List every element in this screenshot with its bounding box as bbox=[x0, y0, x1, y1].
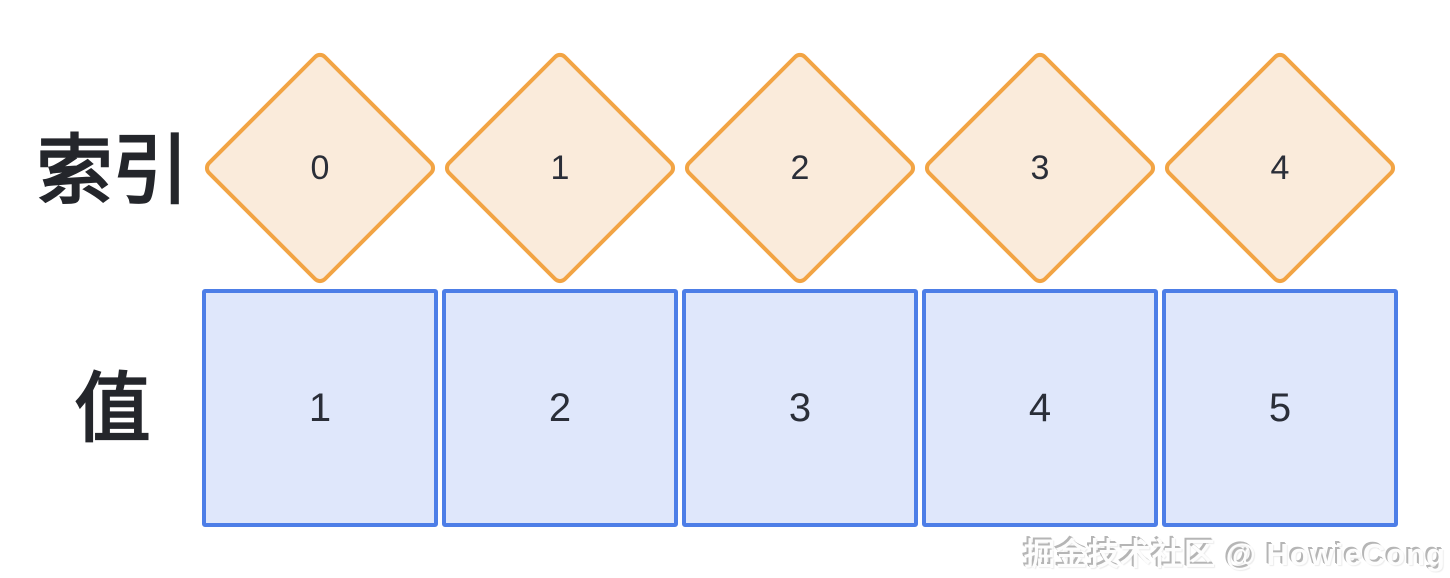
value-number: 5 bbox=[1268, 385, 1292, 430]
array-column: 2 3 bbox=[680, 0, 920, 578]
array-column: 3 4 bbox=[920, 0, 1160, 578]
array-column: 1 2 bbox=[440, 0, 680, 578]
index-diamond: 3 bbox=[921, 49, 1159, 287]
index-diamond: 2 bbox=[681, 49, 919, 287]
value-cell: 5 bbox=[1162, 289, 1398, 527]
index-diamond: 4 bbox=[1161, 49, 1399, 287]
value-cell: 2 bbox=[442, 289, 678, 527]
value-number: 3 bbox=[788, 385, 812, 430]
index-number: 1 bbox=[550, 148, 570, 187]
index-number: 2 bbox=[790, 148, 810, 187]
value-cell: 1 bbox=[202, 289, 438, 527]
watermark: 掘金技术社区 @ HowieCong bbox=[1024, 537, 1446, 572]
index-diamond: 1 bbox=[441, 49, 679, 287]
value-cell: 3 bbox=[682, 289, 918, 527]
value-number: 1 bbox=[308, 385, 332, 430]
array-column: 4 5 bbox=[1160, 0, 1400, 578]
value-row-label: 值 bbox=[74, 367, 151, 452]
value-number: 2 bbox=[548, 385, 572, 430]
index-row-label: 索引 bbox=[36, 129, 189, 214]
index-number: 4 bbox=[1270, 148, 1290, 187]
value-number: 4 bbox=[1028, 385, 1052, 430]
value-cell: 4 bbox=[922, 289, 1158, 527]
array-column: 0 1 bbox=[200, 0, 440, 578]
index-number: 3 bbox=[1030, 148, 1050, 187]
index-diamond: 0 bbox=[201, 49, 439, 287]
index-number: 0 bbox=[310, 148, 330, 187]
